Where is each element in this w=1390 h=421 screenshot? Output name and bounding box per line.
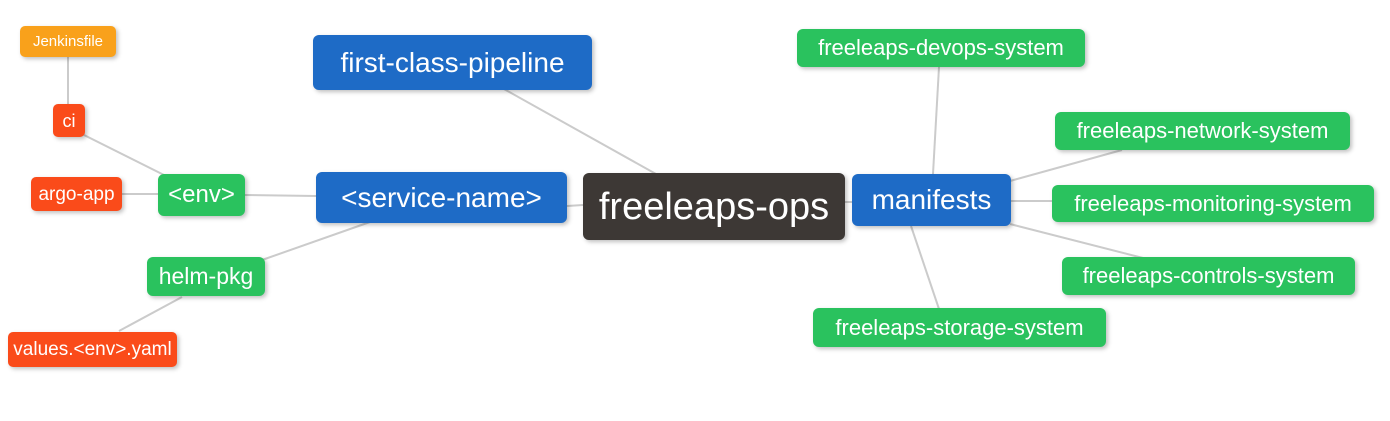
node-ci[interactable]: ci	[53, 104, 85, 137]
edge-env-service-name	[244, 194, 317, 197]
node-freeleaps-monitoring-system[interactable]: freeleaps-monitoring-system	[1052, 185, 1374, 222]
edge-manifests-controls-system	[1009, 223, 1144, 259]
node-argo-app[interactable]: argo-app	[31, 177, 122, 211]
node-env[interactable]: <env>	[158, 174, 245, 216]
node-manifests[interactable]: manifests	[852, 174, 1011, 226]
node-service-name[interactable]: <service-name>	[316, 172, 567, 223]
node-values-env-yaml[interactable]: values.<env>.yaml	[8, 332, 177, 367]
node-freeleaps-devops-system[interactable]: freeleaps-devops-system	[797, 29, 1085, 67]
node-freeleaps-network-system[interactable]: freeleaps-network-system	[1055, 112, 1350, 150]
edge-service-name-helm-pkg	[261, 221, 371, 261]
node-freeleaps-ops[interactable]: freeleaps-ops	[583, 173, 845, 240]
edge-first-class-pipeline-freeleaps-ops	[503, 88, 657, 175]
node-jenkinsfile[interactable]: Jenkinsfile	[20, 26, 116, 57]
edge-ci-env	[83, 134, 171, 179]
edge-manifests-network-system	[1009, 149, 1123, 182]
node-helm-pkg[interactable]: helm-pkg	[147, 257, 265, 296]
edge-service-name-freeleaps-ops	[566, 204, 584, 207]
edge-helm-pkg-values-env-yaml	[118, 296, 183, 332]
node-freeleaps-controls-system[interactable]: freeleaps-controls-system	[1062, 257, 1355, 295]
node-first-class-pipeline[interactable]: first-class-pipeline	[313, 35, 592, 90]
node-freeleaps-storage-system[interactable]: freeleaps-storage-system	[813, 308, 1106, 347]
edge-manifests-storage-system	[910, 225, 940, 310]
edge-manifests-devops-system	[932, 66, 940, 175]
